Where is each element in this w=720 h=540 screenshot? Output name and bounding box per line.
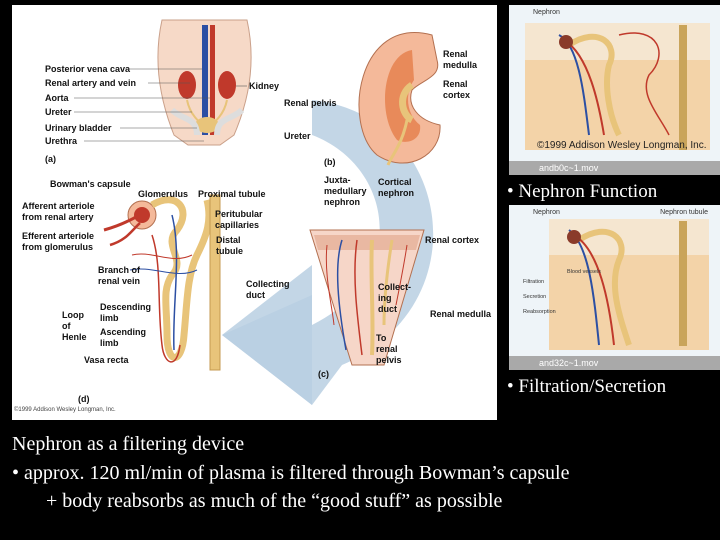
anatomy-diagram: Posterior vena cava Renal artery and vei… [14,19,492,413]
panel-label-d: (d) [78,394,90,404]
label-ureter: Ureter [45,107,72,117]
torso-illustration [157,19,252,146]
label-posterior-vena-cava: Posterior vena cava [45,64,131,74]
nephron-thumb-illustration [509,5,720,161]
label-renal-cortex-c: Renal cortex [425,235,479,245]
caption-nephron-function-text: Nephron Function [518,181,658,202]
label-ureter-b: Ureter [284,131,311,141]
label-glomerulus: Glomerulus [138,189,188,199]
nephron-detail-illustration [103,194,221,371]
caption-filtration-secretion: • Filtration/Secretion [507,376,667,397]
label-urinary-bladder: Urinary bladder [45,123,112,133]
renal-wedge-illustration [309,229,425,366]
label-renal-pelvis: Renal pelvis [284,98,337,108]
leader-lines-a [74,68,247,142]
label-proximal-tubule: Proximal tubule [198,189,266,199]
caption-filtration-secretion-text: Filtration/Secretion [518,376,667,397]
label-renal-medulla-c: Renal medulla [430,309,492,319]
kidney-section-illustration [358,32,441,166]
slide-bullet: • approx. 120 ml/min of plasma is filter… [12,461,570,484]
label-urethra: Urethra [45,136,78,146]
label-vasa-recta: Vasa recta [84,355,130,365]
thumb2-side-reabsorption: Reabsorption [523,309,556,315]
filtration-secretion-video-thumbnail[interactable]: Nephron Nephron tubule Filtration Secret… [509,205,720,370]
slide-text: Nephron as a filtering device • approx. … [12,430,569,516]
label-aorta: Aorta [45,93,69,103]
thumb2-vessels-label: Blood vessels [567,269,601,275]
slide-heading: Nephron as a filtering device [12,433,245,455]
figure-copyright: ©1999 Addison Wesley Longman, Inc. [14,406,116,413]
filtration-thumb-illustration [509,205,720,356]
panel-label-b: (b) [324,157,336,167]
thumb2-label-tubule: Nephron tubule [660,209,708,216]
flow-arrow-head [222,265,312,405]
thumb2-side-filtration: Filtration [523,279,545,285]
kidney-anatomy-figure: Posterior vena cava Renal artery and vei… [12,5,497,420]
thumb2-filename: and32c~1.mov [509,356,720,370]
panel-label-c: (c) [318,369,329,379]
slide-sub-bullet: + body reabsorbs as much of the “good st… [46,490,503,512]
thumb1-filename: andb0c~1.mov [509,161,720,175]
thumb2-label: Nephron [533,209,560,216]
thumb1-copyright: ©1999 Addison Wesley Longman, Inc. [537,140,707,151]
panel-label-a: (a) [45,154,56,164]
thumb1-label: Nephron [533,9,560,16]
caption-nephron-function: • Nephron Function [507,181,658,202]
thumb2-side-secretion: Secretion [523,294,547,300]
nephron-function-video-thumbnail[interactable]: Nephron ©1999 Addison Wesley Longman, In… [509,5,720,175]
label-renal-artery-vein: Renal artery and vein [45,78,136,88]
label-bowmans-capsule: Bowman's capsule [50,179,131,189]
label-kidney: Kidney [249,81,279,91]
